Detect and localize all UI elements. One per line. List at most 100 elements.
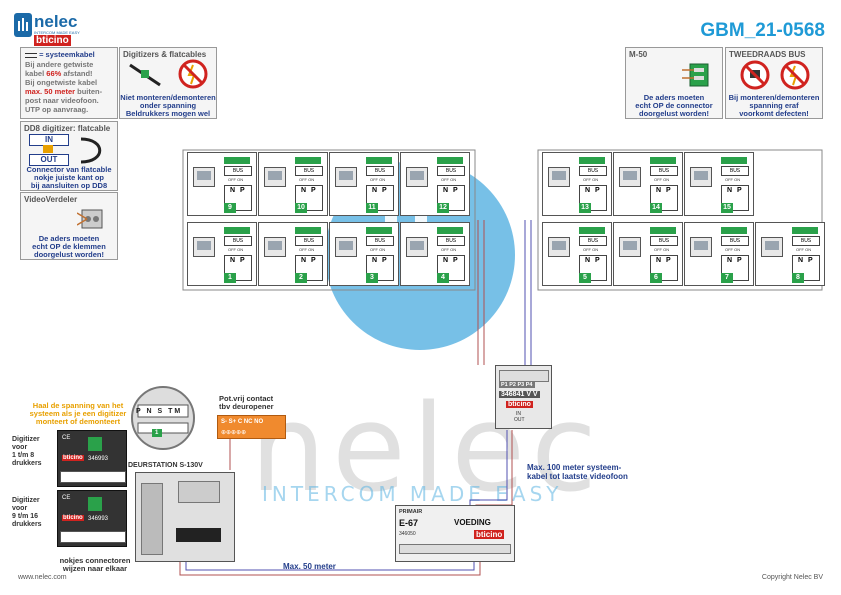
dig1-label4: drukkers [12, 460, 42, 467]
dig2-label3: 9 t/m 16 [12, 513, 39, 520]
system-cable-line5: post naar videofoon. [25, 96, 99, 105]
contact-pins: S- S+ C NC NO [221, 419, 264, 425]
offon-label: OFF ON [583, 247, 599, 252]
max100-line2: kabel tot laatste videofoon [527, 472, 628, 481]
system-cable-line1: Bij andere getwiste [25, 60, 94, 69]
monitor-icon [761, 237, 783, 257]
offon-label: OFF ON [299, 177, 315, 182]
distributor-vv: V V [526, 391, 538, 398]
deurstation [135, 472, 235, 562]
psu-model: E-67 [399, 518, 419, 528]
bus-label: BUS [437, 166, 465, 176]
page-title: GBM_21-0568 [700, 20, 825, 41]
deurstation-label: DEURSTATION S-130V [128, 462, 203, 469]
monitor-icon [335, 167, 357, 187]
zoom-letters: P N S TM [136, 408, 183, 415]
m50-connector [295, 157, 321, 164]
monitor-icon [406, 237, 428, 257]
system-cable-line4: buiten- [77, 87, 103, 96]
dd8-cable-icon [80, 137, 102, 164]
unit-number: 13 [579, 203, 591, 213]
dd8-out-label: OUT [29, 154, 69, 166]
dig1-label1: Digitizer [12, 436, 40, 443]
m50-connector-icon [682, 63, 709, 87]
legend-digitizers: Digitizers & flatcables Niet monteren/de… [119, 47, 217, 119]
offon-label: OFF ON [583, 177, 599, 182]
vv-text3: doorgelust worden! [34, 250, 104, 259]
offon-label: OFF ON [228, 177, 244, 182]
dd8-text2: nokje juiste kant op [33, 173, 104, 182]
distributor-ports: P1 P2 P3 P4 [499, 382, 535, 388]
dd8-in-label: IN [29, 134, 69, 146]
zoom-circle [131, 386, 195, 450]
m50-connector [224, 227, 250, 234]
psu-primair: PRIMAIR [399, 509, 423, 515]
tweedraads-text1: Bij monteren/demonteren [728, 93, 820, 102]
monitor-icon [264, 167, 286, 187]
digitizers-warn1: Niet monteren/demonteren [120, 93, 216, 102]
dd8-text1: Connector van flatcable [26, 165, 112, 174]
digitizer-2-model: 346993 [88, 516, 109, 522]
m50-text1: De aders moeten [643, 93, 705, 102]
offon-label: OFF ON [228, 247, 244, 252]
unit-number: 10 [295, 203, 307, 213]
offon-label: OFF ON [654, 247, 670, 252]
legend-videoverdeler: VideoVerdeler De aders moeten echt OP de… [20, 192, 118, 260]
legend-dd8: DD8 digitizer: flatcable IN OUT Connecto… [20, 121, 118, 191]
monitor-icon [690, 167, 712, 187]
unit-number: 2 [295, 273, 307, 283]
max50-label: Max. 50 meter [283, 562, 336, 571]
system-cable-line2a: kabel [25, 69, 45, 78]
deurstation-side [141, 483, 163, 555]
digitizer-1-connector [88, 437, 102, 451]
dig2-label2: voor [12, 505, 28, 512]
offon-label: OFF ON [725, 247, 741, 252]
bus-label: BUS [650, 166, 678, 176]
max100-line1: Max. 100 meter systeem- [527, 463, 622, 472]
bus-label: BUS [366, 236, 394, 246]
m50-title: M-50 [629, 50, 648, 59]
monitor-icon [335, 237, 357, 257]
digitizer-1-brand: bticino [62, 455, 84, 461]
unit-number: 12 [437, 203, 449, 213]
legend-tweedraads: TWEEDRAADS BUS Bij monteren/demonteren s… [725, 47, 823, 119]
unit-number: 8 [792, 273, 804, 283]
contact-line2: tbv deuropener [219, 402, 274, 411]
m50-connector [579, 227, 605, 234]
terminal-block-icon [77, 209, 103, 229]
contact-relay: S- S+ C NC NO ⊕⊕⊕⊕⊕ [217, 415, 286, 439]
dig1-label3: 1 t/m 8 [12, 452, 35, 459]
unit-number: 6 [650, 273, 662, 283]
nelec-logo-icon [14, 13, 32, 37]
m50-connector [792, 227, 818, 234]
tweedraads-text2: spanning eraf [749, 101, 799, 110]
dd8-title: DD8 digitizer: flatcable [24, 124, 111, 133]
m50-connector [579, 157, 605, 164]
m50-connector [366, 157, 392, 164]
offon-label: OFF ON [441, 177, 457, 182]
digitizer-2-terminals [60, 531, 126, 543]
bus-label: BUS [366, 166, 394, 176]
m50-connector [295, 227, 321, 234]
footer-copyright: Copyright Nelec BV [761, 574, 823, 581]
unit-number: 14 [650, 203, 662, 213]
bottom-warning1: Haal de spanning van het [32, 401, 124, 410]
bottom-warning2: systeem als je een digitizer [29, 409, 127, 418]
digitizer-2-brand: bticino [62, 515, 84, 521]
monitor-icon [619, 167, 641, 187]
monitor-icon [690, 237, 712, 257]
bus-label: BUS [224, 236, 252, 246]
digitizers-warn2: onder spanning [139, 101, 197, 110]
digitizer-1-terminals [60, 471, 126, 483]
monitor-icon [193, 167, 215, 187]
system-cable-pct: 66% [46, 69, 62, 78]
bus-label: BUS [792, 236, 820, 246]
m50-connector [650, 227, 676, 234]
